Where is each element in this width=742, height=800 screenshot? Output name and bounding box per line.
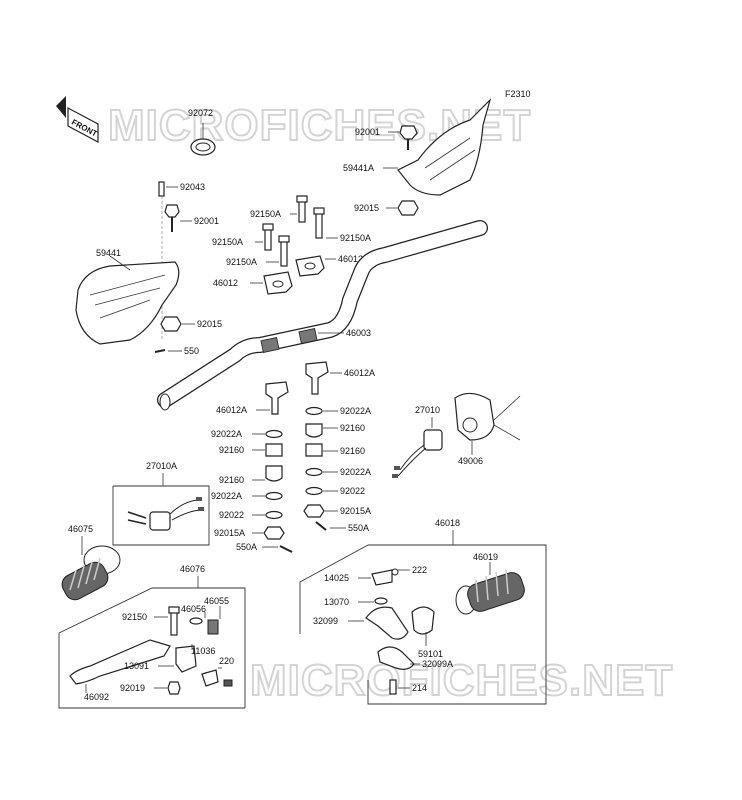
label-46075: 46075 (68, 524, 93, 534)
hand-guard-right-59441A (383, 97, 492, 196)
handlebar-46003 (157, 220, 488, 411)
label-550A-1: 550A (348, 523, 369, 533)
lever-parts-46076 (69, 606, 233, 695)
label-59441: 59441 (96, 248, 121, 258)
label-92160-1: 92160 (340, 423, 365, 433)
label-220: 220 (219, 656, 234, 666)
bolt-92043 (158, 181, 178, 197)
label-46012A-2: 46012A (216, 405, 247, 415)
clamp-ring-92072 (190, 123, 216, 156)
label-11036: 11036 (191, 646, 215, 656)
label-46018: 46018 (435, 518, 460, 528)
upper-clamp-46012-right (295, 255, 336, 277)
lever-assembly-box-46076 (58, 587, 246, 709)
label-46012A-1: 46012A (344, 368, 375, 378)
switch-assembly-box-46018 (299, 544, 547, 705)
label-214: 214 (412, 683, 427, 693)
label-92160-2: 92160 (340, 446, 365, 456)
label-222: 222 (412, 565, 427, 575)
label-92019: 92019 (120, 683, 145, 693)
label-46056: 46056 (181, 604, 206, 614)
front-arrow-icon: FRONT (56, 96, 99, 143)
label-14025: 14025 (324, 573, 349, 583)
switch-box-27010A (112, 485, 210, 546)
label-27010A: 27010A (146, 461, 177, 471)
label-46076: 46076 (180, 564, 205, 574)
riser-46012A-left (256, 381, 289, 415)
label-46019: 46019 (473, 552, 498, 562)
screw-550 (154, 349, 182, 353)
label-92015-right: 92015 (354, 203, 379, 213)
label-92015A-2: 92015A (214, 528, 245, 538)
label-59101: 59101 (418, 649, 443, 659)
label-92022-1: 92022 (340, 486, 365, 496)
label-46012-1: 46012 (338, 254, 363, 264)
label-27010: 27010 (415, 405, 440, 415)
switch-27010 (392, 417, 443, 478)
label-46012-2: 46012 (213, 278, 238, 288)
figure-code: F2310 (505, 89, 531, 99)
grip-right-46019 (455, 562, 525, 615)
label-550: 550 (184, 346, 199, 356)
label-92022A-4: 92022A (211, 491, 242, 501)
label-92015-left: 92015 (197, 319, 222, 329)
switch-parts-46018 (348, 568, 435, 695)
label-92015A-1: 92015A (340, 506, 371, 516)
right-mount-stack (303, 406, 346, 531)
label-49006: 49006 (458, 456, 483, 466)
watermark-bottom: MICROFICHES.NET (250, 656, 673, 705)
label-92022A-3: 92022A (211, 429, 242, 439)
label-92160-4: 92160 (219, 475, 244, 485)
label-92022A-2: 92022A (340, 467, 371, 477)
label-92150: 92150 (122, 612, 147, 622)
bolt-92001-right (388, 125, 418, 150)
nut-92015-right (386, 200, 419, 216)
label-92150A-4: 92150A (226, 257, 257, 267)
hand-guard-left-59441 (75, 255, 180, 345)
grip-left-46075 (61, 545, 121, 601)
upper-clamp-46012-left (250, 271, 293, 295)
label-92022A-1: 92022A (340, 406, 371, 416)
label-92001-right: 92001 (355, 127, 380, 137)
label-92043: 92043 (180, 182, 205, 192)
bolt-92001-left (164, 204, 192, 232)
label-46055: 46055 (204, 596, 229, 606)
bolts-92150A (255, 195, 338, 267)
label-92150A-2: 92150A (340, 233, 371, 243)
label-92150A-3: 92150A (212, 237, 243, 247)
label-550A-2: 550A (236, 542, 257, 552)
label-92160-3: 92160 (219, 445, 244, 455)
riser-46012A-right (305, 361, 342, 395)
label-92001-left: 92001 (194, 216, 219, 226)
label-92072: 92072 (188, 108, 213, 118)
label-92150A-1: 92150A (250, 209, 281, 219)
label-92022-2: 92022 (219, 510, 244, 520)
throttle-housing-49006 (454, 392, 521, 455)
left-mount-stack (252, 429, 293, 553)
label-32099A: 32099A (422, 659, 453, 669)
nut-92015-left (160, 316, 195, 332)
label-46092: 46092 (84, 692, 109, 702)
label-46003: 46003 (346, 328, 371, 338)
label-59441A: 59441A (343, 163, 374, 173)
label-13070: 13070 (324, 597, 349, 607)
label-13091: 13091 (124, 661, 149, 671)
label-32099: 32099 (313, 616, 338, 626)
